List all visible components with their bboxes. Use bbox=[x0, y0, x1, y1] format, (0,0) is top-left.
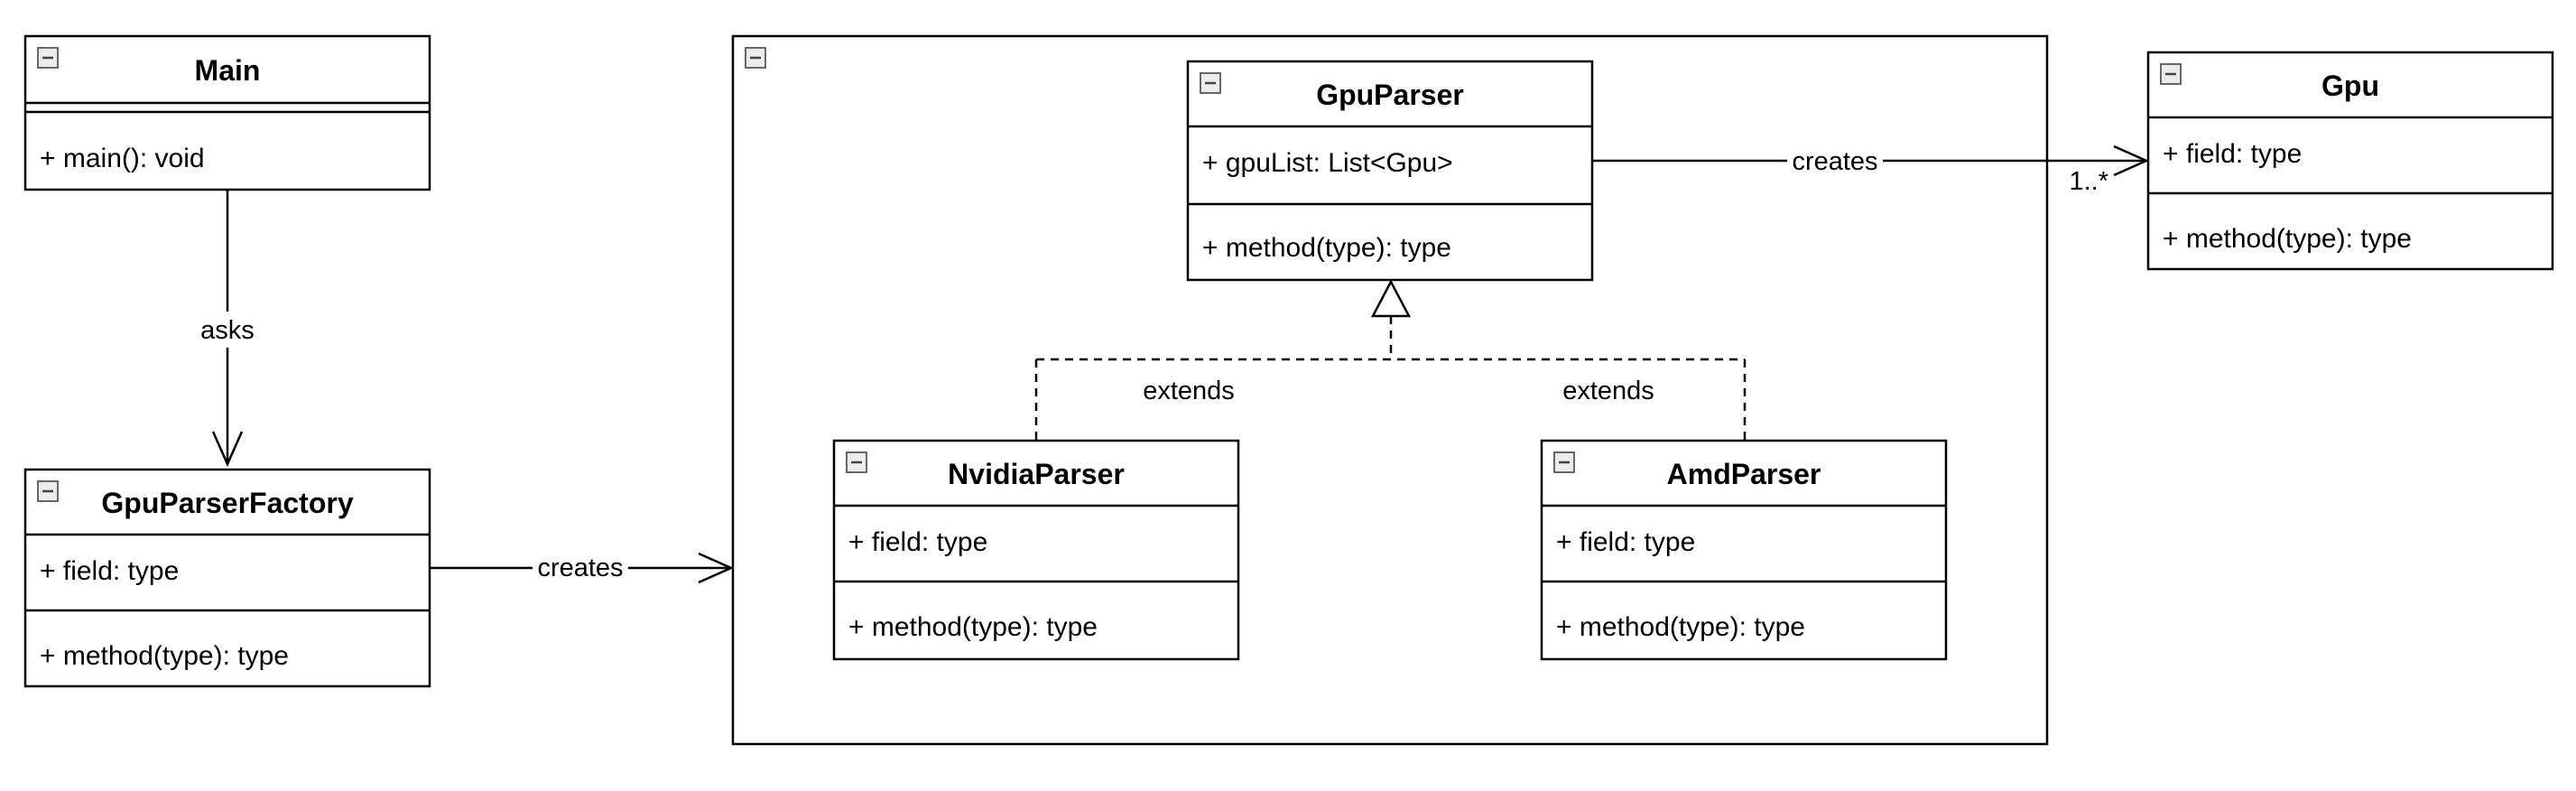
collapse-minus-icon[interactable] bbox=[1200, 72, 1221, 94]
class-name: AmdParser bbox=[1667, 458, 1821, 490]
edge-label-extends-amd: extends bbox=[1562, 377, 1654, 405]
collapse-minus-icon[interactable] bbox=[745, 47, 766, 69]
field-signature: + field: type bbox=[2163, 139, 2302, 169]
method-signature: + method(type): type bbox=[2163, 224, 2412, 254]
field-signature: + field: type bbox=[40, 556, 179, 586]
field-signature: + field: type bbox=[848, 527, 987, 557]
class-gpu[interactable]: Gpu + field: type + method(type): type bbox=[2146, 51, 2554, 271]
collapse-minus-icon[interactable] bbox=[37, 480, 59, 502]
collapse-minus-icon[interactable] bbox=[37, 47, 59, 69]
class-name: NvidiaParser bbox=[948, 458, 1125, 490]
edge-label-asks: asks bbox=[200, 316, 255, 345]
class-amd-parser[interactable]: AmdParser + field: type + method(type): … bbox=[1540, 439, 1948, 661]
multiplicity-label: 1..* bbox=[2069, 167, 2108, 196]
edge-label-extends-nvidia: extends bbox=[1143, 377, 1235, 405]
field-signature: + gpuList: List<Gpu> bbox=[1202, 148, 1453, 178]
method-signature: + method(type): type bbox=[1556, 612, 1805, 642]
collapse-minus-icon[interactable] bbox=[1553, 451, 1575, 473]
method-signature: + method(type): type bbox=[848, 612, 1098, 642]
class-name: Main bbox=[195, 54, 261, 87]
edge-inheritance: extends extends bbox=[1034, 279, 1747, 441]
edge-parser-creates-gpu: creates 1..* bbox=[1592, 144, 2150, 196]
collapse-minus-icon[interactable] bbox=[2160, 63, 2182, 85]
method-signature: + main(): void bbox=[40, 144, 205, 173]
class-name: GpuParser bbox=[1316, 79, 1464, 111]
edge-main-asks-factory: asks bbox=[190, 190, 265, 468]
edge-label-factory-creates: creates bbox=[537, 554, 623, 582]
class-name: Gpu bbox=[2321, 70, 2379, 102]
method-signature: + method(type): type bbox=[1202, 233, 1451, 263]
method-signature: + method(type): type bbox=[40, 641, 289, 671]
class-gpu-parser[interactable]: GpuParser + gpuList: List<Gpu> + method(… bbox=[1186, 60, 1594, 282]
field-signature: + field: type bbox=[1556, 527, 1695, 557]
class-name: GpuParserFactory bbox=[101, 487, 353, 519]
class-gpu-parser-factory[interactable]: GpuParserFactory + field: type + method(… bbox=[23, 468, 431, 688]
collapse-minus-icon[interactable] bbox=[846, 451, 867, 473]
edge-label-parser-creates: creates bbox=[1792, 147, 1877, 176]
class-nvidia-parser[interactable]: NvidiaParser + field: type + method(type… bbox=[832, 439, 1240, 661]
inheritance-arrowhead bbox=[1370, 279, 1412, 318]
class-main[interactable]: Main + main(): void bbox=[23, 34, 431, 191]
edge-factory-creates-package: creates bbox=[430, 551, 735, 585]
